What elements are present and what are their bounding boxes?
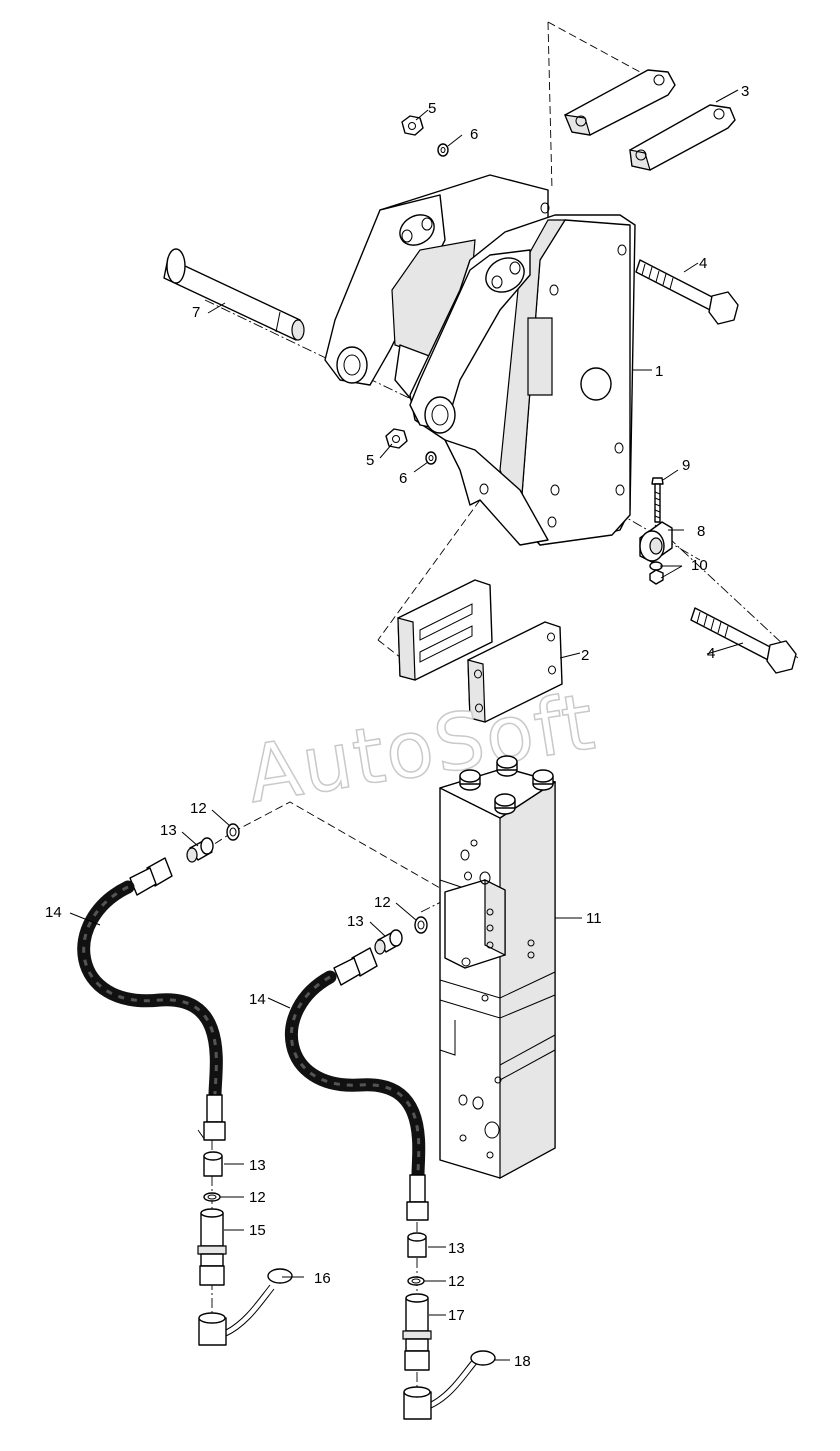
callout-12-left-bottom: 12 — [249, 1189, 266, 1206]
pin-part-7 — [163, 248, 305, 341]
oring-part-12-right-top — [414, 916, 428, 934]
plate-part-2 — [397, 579, 563, 723]
callout-12-right-bottom: 12 — [448, 1273, 465, 1290]
oring-part-12-left-top — [226, 823, 240, 841]
callout-10: 10 — [691, 557, 708, 574]
nut-part-5-lower — [385, 428, 408, 449]
callout-2: 2 — [581, 647, 589, 664]
clamp-part-8 — [639, 521, 673, 563]
nut-washer-part-10 — [649, 561, 664, 585]
adapter-part-13-right-bottom — [407, 1232, 427, 1258]
bolt-part-4-lower — [690, 607, 797, 674]
hose-part-14-left — [77, 857, 226, 1141]
callout-7: 7 — [192, 304, 200, 321]
callout-13-left-top: 13 — [160, 822, 177, 839]
callout-17: 17 — [448, 1307, 465, 1324]
callout-4-lower: 4 — [707, 645, 715, 662]
screw-part-9 — [651, 477, 664, 523]
callout-6-top: 6 — [470, 126, 478, 143]
hose-part-14-right — [284, 947, 429, 1221]
callout-14-left: 14 — [45, 904, 62, 921]
callout-12-left-top: 12 — [190, 800, 207, 817]
hammer-body-part-11 — [439, 755, 556, 1180]
callout-3: 3 — [741, 83, 749, 100]
callout-13-right-bottom: 13 — [448, 1240, 465, 1257]
callout-11: 11 — [586, 910, 602, 927]
callout-4-upper: 4 — [699, 255, 707, 272]
leader-lines — [69, 89, 744, 1361]
callout-9: 9 — [682, 457, 690, 474]
callout-6-lower: 6 — [399, 470, 407, 487]
dust-cap-part-16 — [198, 1268, 293, 1346]
callout-1: 1 — [655, 363, 663, 380]
bolt-part-4-upper — [635, 259, 739, 325]
oring-part-12-left-bottom — [203, 1192, 221, 1202]
washer-part-6-top — [437, 143, 449, 157]
callout-5-lower: 5 — [366, 452, 374, 469]
link-plate-part-3 — [564, 69, 736, 171]
callout-13-right-top: 13 — [347, 913, 364, 930]
adapter-part-13-left-top — [186, 837, 214, 863]
coupling-part-17 — [402, 1293, 432, 1371]
callout-18: 18 — [514, 1353, 531, 1370]
callout-16: 16 — [314, 1270, 331, 1287]
callout-5-top: 5 — [428, 100, 436, 117]
adapter-part-13-right-top — [374, 929, 403, 955]
adapter-part-13-left-bottom — [203, 1151, 223, 1177]
callout-labels: 1 2 3 4 4 5 5 6 6 7 8 9 10 11 12 13 14 1… — [45, 83, 749, 1370]
callout-13-left-bottom: 13 — [249, 1157, 266, 1174]
callout-8: 8 — [697, 523, 705, 540]
coupling-part-15 — [197, 1208, 227, 1286]
callout-12-right-top: 12 — [374, 894, 391, 911]
dust-cap-part-18 — [403, 1350, 496, 1420]
callout-14-right: 14 — [249, 991, 266, 1008]
washer-part-6-lower — [425, 451, 437, 465]
oring-part-12-right-bottom — [407, 1276, 425, 1286]
callout-15: 15 — [249, 1222, 266, 1239]
nut-part-5-top — [401, 115, 424, 136]
mounting-bracket-part-1 — [324, 174, 636, 546]
